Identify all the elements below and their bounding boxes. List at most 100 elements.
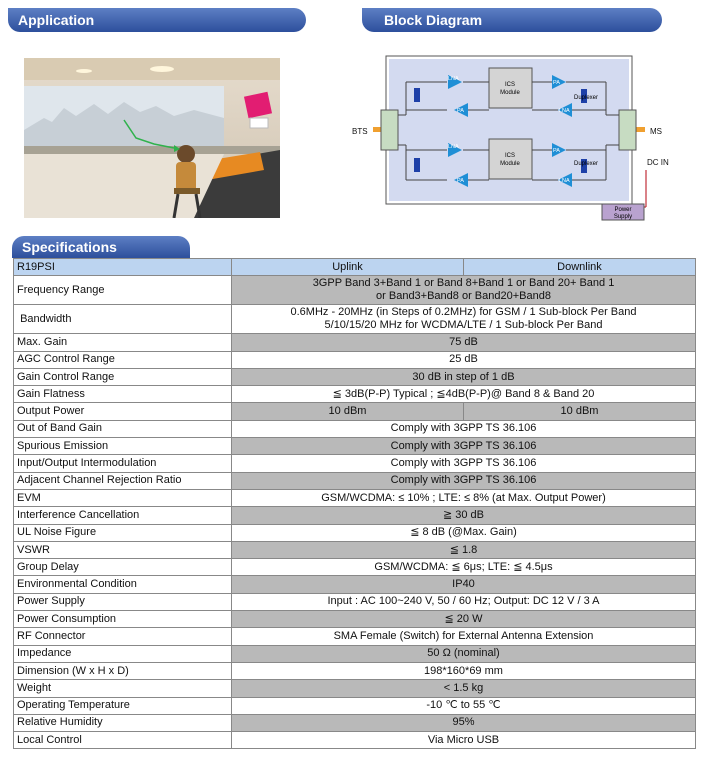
row-value: Comply with 3GPP TS 36.106 xyxy=(231,471,696,490)
power-supply-label-1: Power xyxy=(614,207,631,213)
row-label: Local Control xyxy=(13,731,232,750)
table-row: Bandwidth 0.6MHz - 20MHz (in Steps of 0.… xyxy=(13,304,696,335)
uplink-header: Uplink xyxy=(231,257,464,277)
table-row: Power Consumption≦ 20 W xyxy=(13,610,696,629)
dc-in-label: DC IN xyxy=(647,158,669,167)
row-value: SMA Female (Switch) for External Antenna… xyxy=(231,627,696,646)
lna-label-lower-in: LNA xyxy=(448,144,459,150)
pa-label-upper-out: PA xyxy=(457,108,464,114)
table-row: Dimension (W x H x D)198*160*69 mm xyxy=(13,661,696,681)
row-label-text: Bandwidth xyxy=(20,312,72,325)
row-label: Operating Temperature xyxy=(13,696,232,715)
duplexer-label-lower: Duplexer xyxy=(574,161,598,167)
table-row: VSWR≦ 1.8 xyxy=(13,540,696,560)
row-value: 198*160*69 mm xyxy=(231,661,696,681)
row-value: Comply with 3GPP TS 36.106 xyxy=(231,419,696,439)
row-value: 30 dB in step of 1 dB xyxy=(231,367,696,387)
duplexer-label-upper: Duplexer xyxy=(574,95,598,101)
lna-label-upper-in: LNA xyxy=(448,76,459,82)
block-diagram-heading: Block Diagram xyxy=(362,8,662,32)
upper-chain xyxy=(398,67,619,117)
model-cell: R19PSI xyxy=(13,257,232,277)
row-label: Max. Gain xyxy=(13,333,232,352)
table-row: Weight< 1.5 kg xyxy=(13,679,696,698)
pa-label-lower-in: PA xyxy=(553,148,560,154)
lna-label-upper-out: LNA xyxy=(559,108,570,114)
row-value-line-2: or Band3+Band8 or Band20+Band8 xyxy=(376,290,551,303)
downlink-header: Downlink xyxy=(463,257,696,277)
downlink-value: 10 dBm xyxy=(463,402,696,421)
table-row: Interference Cancellation≧ 30 dB xyxy=(13,506,696,525)
row-label: RF Connector xyxy=(13,627,232,646)
row-value: 95% xyxy=(231,713,696,733)
pa-label-upper-in: PA xyxy=(553,80,560,86)
table-header-row: R19PSI Uplink Downlink xyxy=(13,257,696,277)
ics-label-lower-2: Module xyxy=(500,161,520,167)
block-diagram: BTS MS DC IN Power Supply LNA PA ICS Mod… xyxy=(352,55,669,221)
application-heading: Application xyxy=(8,8,306,32)
row-value: 0.6MHz - 20MHz (in Steps of 0.2MHz) for … xyxy=(231,304,696,335)
row-label: Input/Output Intermodulation xyxy=(13,454,232,473)
row-label: Power Supply xyxy=(13,592,232,612)
row-label: Gain Control Range xyxy=(13,367,232,387)
application-illustration xyxy=(24,58,280,218)
row-value: GSM/WCDMA: ≦ 6μs; LTE: ≦ 4.5μs xyxy=(231,558,696,577)
pa-label-lower-out: PA xyxy=(457,178,464,184)
row-label: Interference Cancellation xyxy=(13,506,232,525)
row-label: Bandwidth xyxy=(13,304,232,335)
row-value: ≧ 30 dB xyxy=(231,506,696,525)
ics-label-lower-1: ICS xyxy=(505,153,515,159)
row-value: Comply with 3GPP TS 36.106 xyxy=(231,454,696,473)
row-value: < 1.5 kg xyxy=(231,679,696,698)
row-label: Power Consumption xyxy=(13,610,232,629)
row-label: Impedance xyxy=(13,644,232,663)
row-label: Dimension (W x H x D) xyxy=(13,661,232,681)
table-row: UL Noise Figure≦ 8 dB (@Max. Gain) xyxy=(13,523,696,542)
specifications-table: R19PSI Uplink Downlink Frequency Range 3… xyxy=(13,257,696,750)
row-value-line-1: 0.6MHz - 20MHz (in Steps of 0.2MHz) for … xyxy=(290,306,637,319)
row-label: Environmental Condition xyxy=(13,575,232,594)
bts-label: BTS xyxy=(352,127,368,136)
ics-label-upper-1: ICS xyxy=(505,82,515,88)
row-label: AGC Control Range xyxy=(13,350,232,369)
table-row: Gain Flatness≦ 3dB(P-P) Typical ; ≦4dB(P… xyxy=(13,385,696,404)
ms-label: MS xyxy=(650,127,662,136)
row-value: ≦ 20 W xyxy=(231,610,696,629)
row-label: Gain Flatness xyxy=(13,385,232,404)
row-label: Relative Humidity xyxy=(13,713,232,733)
row-label: Adjacent Channel Rejection Ratio xyxy=(13,471,232,490)
row-value: ≦ 8 dB (@Max. Gain) xyxy=(231,523,696,542)
row-label: Spurious Emission xyxy=(13,437,232,456)
row-value: -10 ℃ to 55 ℃ xyxy=(231,696,696,715)
row-label: Out of Band Gain xyxy=(13,419,232,439)
table-row: Operating Temperature-10 ℃ to 55 ℃ xyxy=(13,696,696,715)
row-value-line-1: 3GPP Band 3+Band 1 or Band 8+Band 1 or B… xyxy=(312,277,615,290)
row-value: Via Micro USB xyxy=(231,731,696,750)
row-label: Weight xyxy=(13,679,232,698)
lna-label-lower-out: LNA xyxy=(559,178,570,184)
row-label: Frequency Range xyxy=(13,275,232,306)
row-label: EVM xyxy=(13,488,232,508)
power-supply-label-2: Supply xyxy=(614,214,632,220)
row-label: Output Power xyxy=(13,402,232,421)
row-value: 50 Ω (nominal) xyxy=(231,644,696,663)
row-label: Group Delay xyxy=(13,558,232,577)
row-value-line-2: 5/10/15/20 MHz for WCDMA/LTE / 1 Sub-blo… xyxy=(324,319,603,332)
row-value: IP40 xyxy=(231,575,696,594)
lower-chain xyxy=(398,138,619,187)
ics-label-upper-2: Module xyxy=(500,90,520,96)
row-value: 75 dB xyxy=(231,333,696,352)
